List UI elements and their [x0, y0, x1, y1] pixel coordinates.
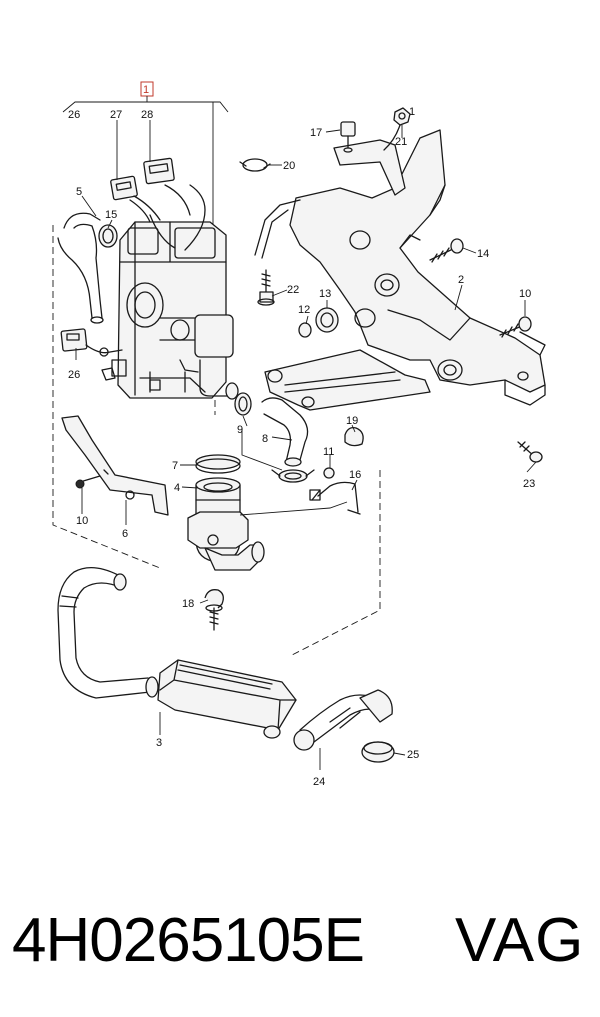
callout-28: 28	[141, 109, 153, 121]
callout-2: 2	[458, 274, 464, 286]
leader-lines	[75, 120, 537, 770]
callout-18: 18	[182, 598, 194, 610]
carrier-bracket-2	[289, 129, 546, 406]
screw-23	[517, 441, 543, 463]
nut-11	[323, 467, 335, 479]
callout-10-right: 10	[519, 288, 531, 300]
screw-22	[257, 269, 275, 306]
auxiliary-heater-unit	[111, 184, 239, 400]
hose-clamp-9	[234, 392, 315, 483]
coolant-hose-8	[261, 397, 309, 467]
callout-17: 17	[310, 127, 322, 139]
tail-pipe-24	[293, 689, 393, 751]
callout-20: 20	[283, 160, 295, 172]
exhaust-silencer-3	[57, 567, 297, 739]
coolant-hose-5	[57, 212, 118, 324]
screw-18	[204, 589, 224, 631]
circulation-pump-4	[187, 477, 265, 571]
callout-11: 11	[323, 446, 334, 458]
callout-8: 8	[262, 433, 268, 445]
callout-10-left: 10	[76, 515, 88, 527]
sensor-17	[340, 121, 356, 153]
callout-4: 4	[174, 482, 180, 494]
bushing-13	[315, 307, 339, 333]
callout-3: 3	[156, 737, 162, 749]
callout-7: 7	[172, 460, 178, 472]
cap-19	[344, 427, 364, 447]
brand-label: VAG	[455, 906, 585, 975]
callout-26-top: 26	[68, 109, 80, 121]
callout-13: 13	[319, 288, 331, 300]
seal-ring-7	[195, 454, 241, 474]
bolt-10-left	[75, 475, 101, 489]
end-cap-25	[361, 741, 395, 763]
callout-labels: 1 26 27 28 5 15 26 1 21 17 20 14 2 22 13…	[68, 84, 535, 788]
callout-24: 24	[313, 776, 325, 788]
callout-25: 25	[407, 749, 419, 761]
callout-19: 19	[346, 415, 358, 427]
callout-12: 12	[298, 304, 310, 316]
callout-1: 1	[143, 84, 149, 96]
screw-14	[429, 238, 464, 263]
clip-20	[239, 158, 271, 172]
callout-5: 5	[76, 186, 82, 198]
callout-16: 16	[349, 469, 361, 481]
upper-bracket	[254, 119, 409, 259]
callout-21: 21	[395, 136, 407, 148]
nut-21	[393, 107, 411, 126]
callout-1-right: 1	[409, 106, 415, 118]
callout-14: 14	[477, 248, 489, 260]
callout-27: 27	[110, 109, 122, 121]
lower-rail-bracket	[264, 349, 431, 411]
callout-26-bottom: 26	[68, 369, 80, 381]
callout-6: 6	[122, 528, 128, 540]
callout-9: 9	[237, 424, 243, 436]
callout-22: 22	[287, 284, 299, 296]
exploded-parts-diagram: 1 26 27 28 5 15 26 1 21 17 20 14 2 22 13…	[52, 81, 546, 788]
part-number-label: 4H0265105E	[12, 906, 365, 975]
connector-plug-26	[60, 328, 123, 357]
callout-15: 15	[105, 209, 117, 221]
callout-23: 23	[523, 478, 535, 490]
connector-plugs-27-28	[110, 157, 191, 223]
screw-10-right	[499, 316, 532, 338]
washer-12	[298, 322, 312, 338]
mounting-bracket-6	[61, 415, 169, 516]
